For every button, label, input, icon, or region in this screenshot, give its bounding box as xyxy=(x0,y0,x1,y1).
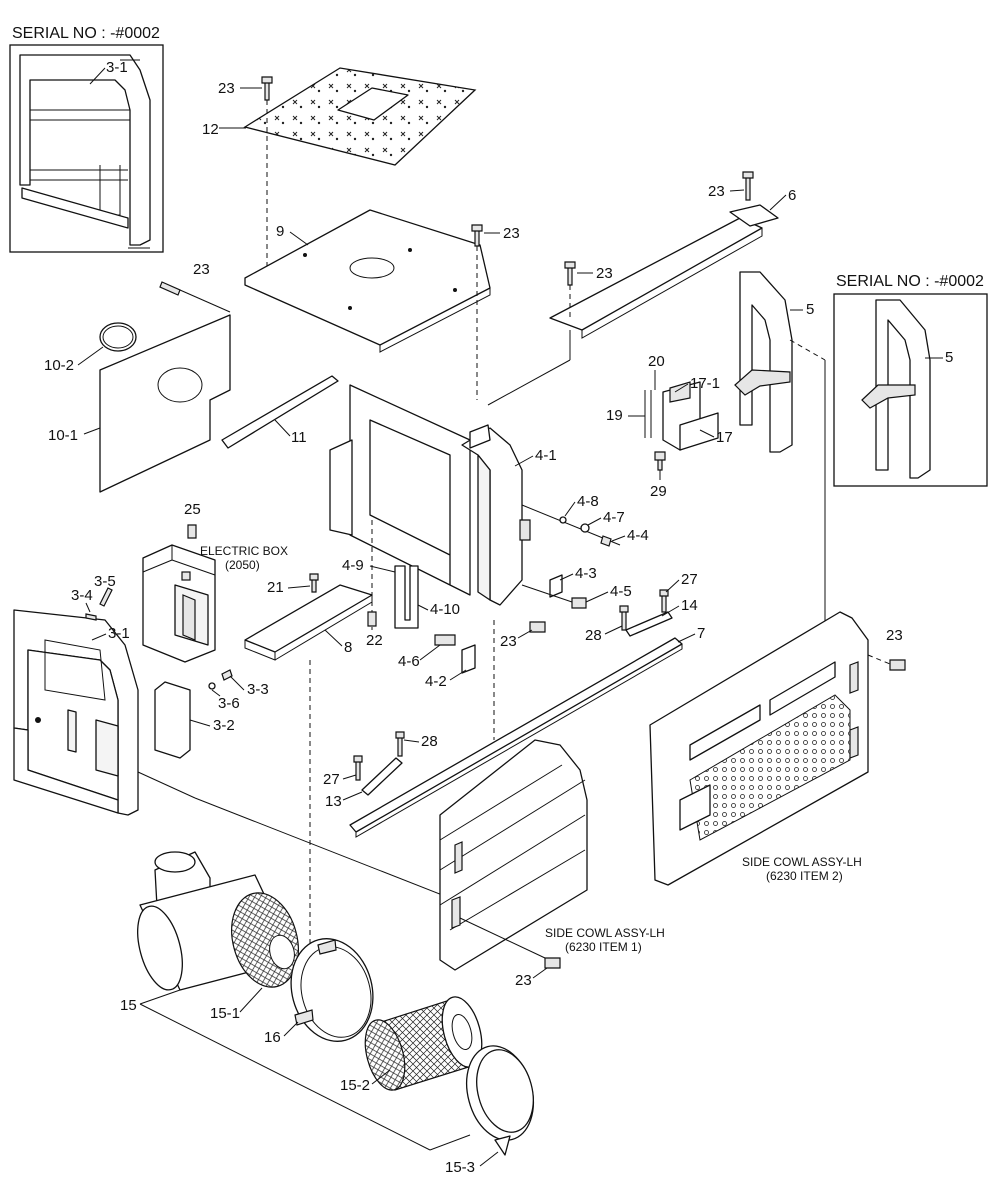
callout-25: 25 xyxy=(184,501,201,518)
callout-4-2: 4-2 xyxy=(425,673,447,690)
callout-28-lower: 28 xyxy=(421,733,438,750)
part-6-crossbeam: 23 6 23 xyxy=(487,171,796,406)
callout-5-serial: 5 xyxy=(945,349,953,366)
callout-13: 13 xyxy=(325,793,342,810)
callout-7: 7 xyxy=(697,625,705,642)
callout-17: 17 xyxy=(716,429,733,446)
part-4-1-main-frame: 4-1 4-8 4-7 4-4 4-3 4-5 xyxy=(329,384,649,740)
part-17-reservoir: 20 17-1 19 17 29 xyxy=(606,353,733,500)
callout-27-upper: 27 xyxy=(681,571,698,588)
part-15-2-element: 15-2 xyxy=(340,996,483,1094)
part-7-rail: 7 xyxy=(349,625,705,838)
part-15-air-cleaner: 15 15-1 xyxy=(120,851,431,1151)
part-side-cowl-1: SIDE COWL ASSY-LH (6230 ITEM 1) 23 xyxy=(439,739,665,989)
callout-4-4: 4-4 xyxy=(627,527,649,544)
callout-29: 29 xyxy=(650,483,667,500)
callout-10-2: 10-2 xyxy=(44,357,74,374)
callout-21: 21 xyxy=(267,579,284,596)
part-8-tray: 21 8 22 xyxy=(244,520,383,661)
callout-23-plate: 23 xyxy=(218,80,235,97)
serial-box-right: SERIAL NO : -#0002 5 xyxy=(833,273,988,487)
callout-3-1-serial: 3-1 xyxy=(106,59,128,76)
callout-4-10: 4-10 xyxy=(430,601,460,618)
part-4-9-4-10-clip: 4-9 4-10 xyxy=(342,557,460,629)
cowl-2-label: SIDE COWL ASSY-LH xyxy=(742,855,862,869)
callout-4-8: 4-8 xyxy=(577,493,599,510)
callout-4-7: 4-7 xyxy=(603,509,625,526)
callout-11: 11 xyxy=(291,429,307,446)
callout-15: 15 xyxy=(120,997,137,1014)
part-16-clamp-band: 16 xyxy=(264,660,374,1046)
callout-3-1: 3-1 xyxy=(108,625,130,642)
callout-23-beam-left: 23 xyxy=(596,265,613,282)
callout-10-1: 10-1 xyxy=(48,427,78,444)
callout-17-1: 17-1 xyxy=(690,375,720,392)
callout-23-floor: 23 xyxy=(503,225,520,242)
cowl-2-ref: (6230 ITEM 2) xyxy=(766,869,843,883)
serial-label-left: SERIAL NO : -#0002 xyxy=(12,25,160,42)
electric-box-ref: (2050) xyxy=(225,558,260,572)
callout-3-6: 3-6 xyxy=(218,695,240,712)
callout-22: 22 xyxy=(366,632,383,649)
callout-3-4: 3-4 xyxy=(71,587,93,604)
callout-15-3: 15-3 xyxy=(445,1159,475,1176)
part-12-perforated-plate: 12 23 xyxy=(202,67,477,280)
callout-27-lower: 27 xyxy=(323,771,340,788)
part-11-bar: 11 xyxy=(221,375,339,449)
callout-8: 8 xyxy=(344,639,352,656)
callout-15-1: 15-1 xyxy=(210,1005,240,1022)
part-10-side-panel: 23 10-2 10-1 xyxy=(44,261,231,493)
cowl-1-label: SIDE COWL ASSY-LH xyxy=(545,926,665,940)
callout-19: 19 xyxy=(606,407,623,424)
part-13-latch: 28 27 13 xyxy=(323,731,438,810)
electric-box-label: ELECTRIC BOX xyxy=(200,544,288,558)
callout-14: 14 xyxy=(681,597,698,614)
callout-3-2: 3-2 xyxy=(213,717,235,734)
callout-3-3: 3-3 xyxy=(247,681,269,698)
part-9-floor-plate: 9 23 xyxy=(244,209,520,400)
part-3-2-cover: 3-2 3-3 3-6 xyxy=(154,669,269,759)
callout-4-1: 4-1 xyxy=(535,447,557,464)
callout-6: 6 xyxy=(788,187,796,204)
callout-28-upper: 28 xyxy=(585,627,602,644)
callout-23-cowl-2: 23 xyxy=(886,627,903,644)
callout-23-frame: 23 xyxy=(500,633,517,650)
part-electric-box: 25 ELECTRIC BOX (2050) xyxy=(142,501,288,663)
part-4-2-bracket: 23 4-6 4-2 xyxy=(398,621,546,690)
callout-12: 12 xyxy=(202,121,219,138)
cowl-1-ref: (6230 ITEM 1) xyxy=(565,940,642,954)
part-side-cowl-2: SIDE COWL ASSY-LH (6230 ITEM 2) 23 xyxy=(649,611,906,886)
serial-box-left: SERIAL NO : -#0002 3-1 xyxy=(9,25,164,253)
callout-20: 20 xyxy=(648,353,665,370)
serial-label-right: SERIAL NO : -#0002 xyxy=(836,273,984,290)
part-15-end-cap: 15-3 xyxy=(429,1045,534,1176)
callout-4-5: 4-5 xyxy=(610,583,632,600)
callout-9: 9 xyxy=(276,223,284,240)
callout-4-6: 4-6 xyxy=(398,653,420,670)
part-14-latch: 27 28 14 xyxy=(585,571,698,644)
callout-4-9: 4-9 xyxy=(342,557,364,574)
callout-4-3: 4-3 xyxy=(575,565,597,582)
part-5-side-bracket: 5 xyxy=(734,271,826,655)
callout-5: 5 xyxy=(806,301,814,318)
callout-16: 16 xyxy=(264,1029,281,1046)
callout-23-panel: 23 xyxy=(193,261,210,278)
callout-15-2: 15-2 xyxy=(340,1077,370,1094)
part-3-1-left-frame: 3-5 3-4 3-1 xyxy=(13,573,456,901)
callout-23-beam: 23 xyxy=(708,183,725,200)
callout-23-cowl-1: 23 xyxy=(515,972,532,989)
callout-3-5: 3-5 xyxy=(94,573,116,590)
